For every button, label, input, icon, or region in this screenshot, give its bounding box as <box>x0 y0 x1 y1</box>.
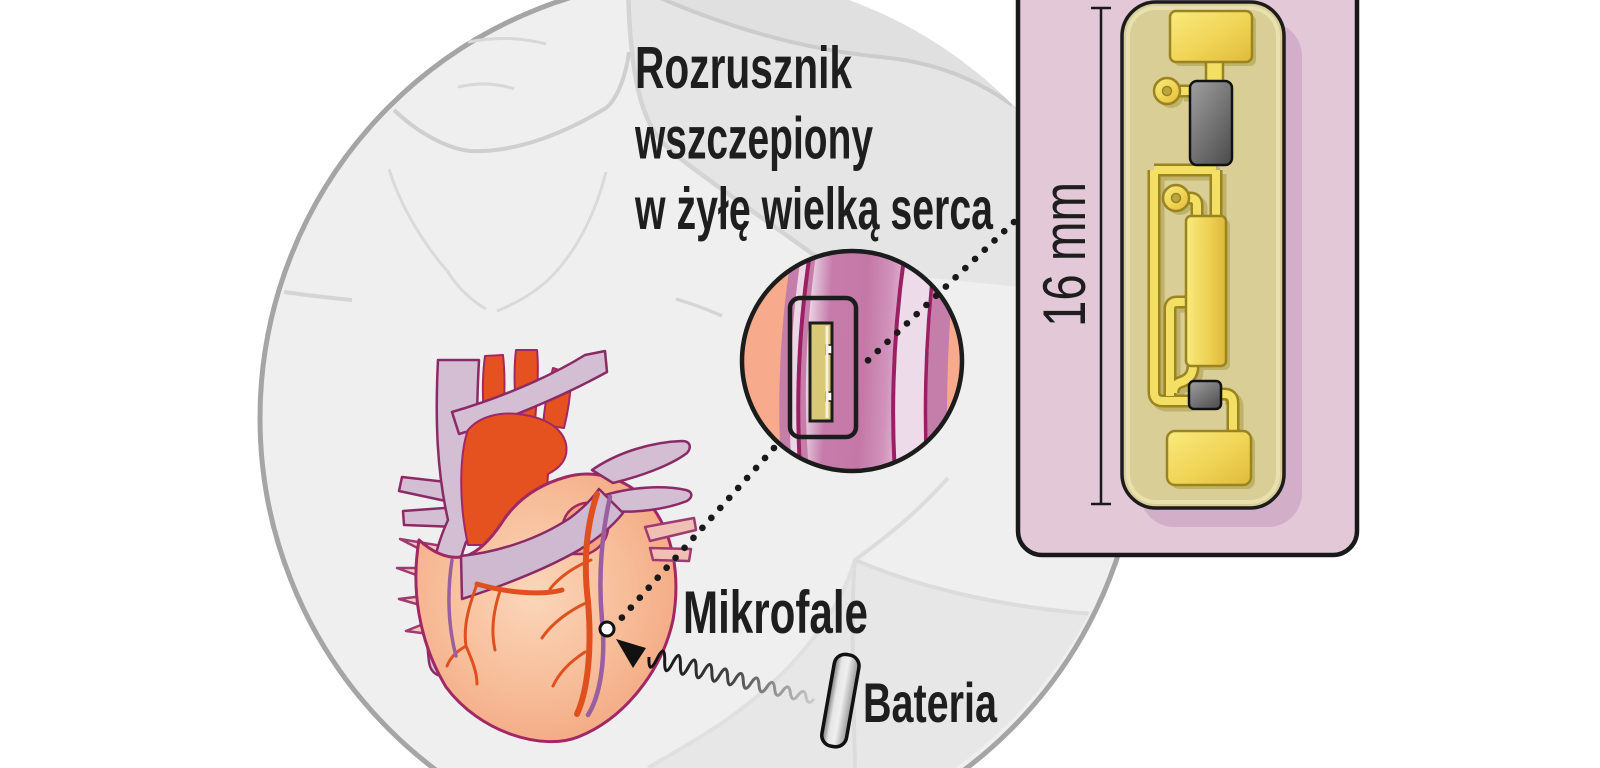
svg-text:wszczepiony: wszczepiony <box>634 106 873 172</box>
svg-text:Rozrusznik: Rozrusznik <box>635 35 852 101</box>
svg-text:Bateria: Bateria <box>863 671 998 734</box>
svg-text:w żyłę wielką serca: w żyłę wielką serca <box>634 176 993 242</box>
svg-text:16 mm: 16 mm <box>1031 182 1098 327</box>
svg-text:Mikrofale: Mikrofale <box>683 579 868 646</box>
